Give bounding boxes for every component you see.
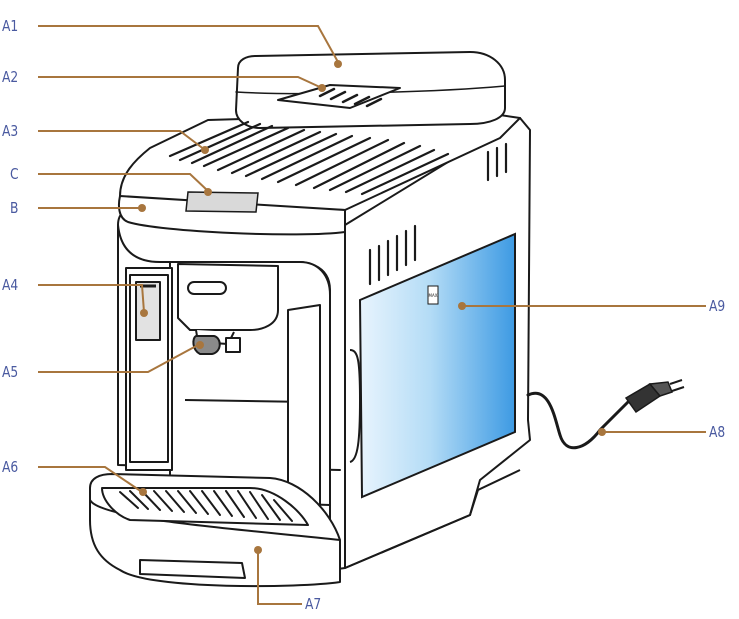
control-panel xyxy=(118,194,346,236)
label-a7: A7 xyxy=(305,595,322,613)
leader-a3 xyxy=(38,130,206,151)
right-inner-panel xyxy=(287,304,321,506)
power-cord xyxy=(526,391,630,450)
leader-a6 xyxy=(38,466,143,493)
drip-tray-grid xyxy=(101,487,309,526)
leader-c xyxy=(38,173,209,192)
label-a2: A2 xyxy=(2,68,19,86)
label-a8: A8 xyxy=(709,423,726,441)
tank-max-marker xyxy=(427,285,439,305)
tank-max-text: MAX xyxy=(429,293,438,298)
leader-a5 xyxy=(38,344,199,373)
leader-a7 xyxy=(257,552,302,605)
hot-water-nozzle xyxy=(135,281,161,341)
label-c: C xyxy=(10,165,19,183)
label-a5: A5 xyxy=(2,363,19,381)
label-a4: A4 xyxy=(2,276,19,294)
label-a3: A3 xyxy=(2,122,19,140)
water-tank xyxy=(358,232,516,499)
display-screen xyxy=(185,191,259,213)
leader-a1 xyxy=(38,25,339,63)
label-a6: A6 xyxy=(2,458,19,476)
label-b: B xyxy=(10,199,19,217)
leader-a4 xyxy=(38,284,145,313)
label-a9: A9 xyxy=(709,297,726,315)
drip-tray-handle xyxy=(139,559,246,579)
label-a1: A1 xyxy=(2,17,19,35)
leader-lines xyxy=(38,25,706,605)
coffee-dispenser xyxy=(177,263,279,331)
power-plug xyxy=(624,379,685,414)
leader-a2 xyxy=(38,76,323,89)
coffee-spout xyxy=(192,335,221,355)
